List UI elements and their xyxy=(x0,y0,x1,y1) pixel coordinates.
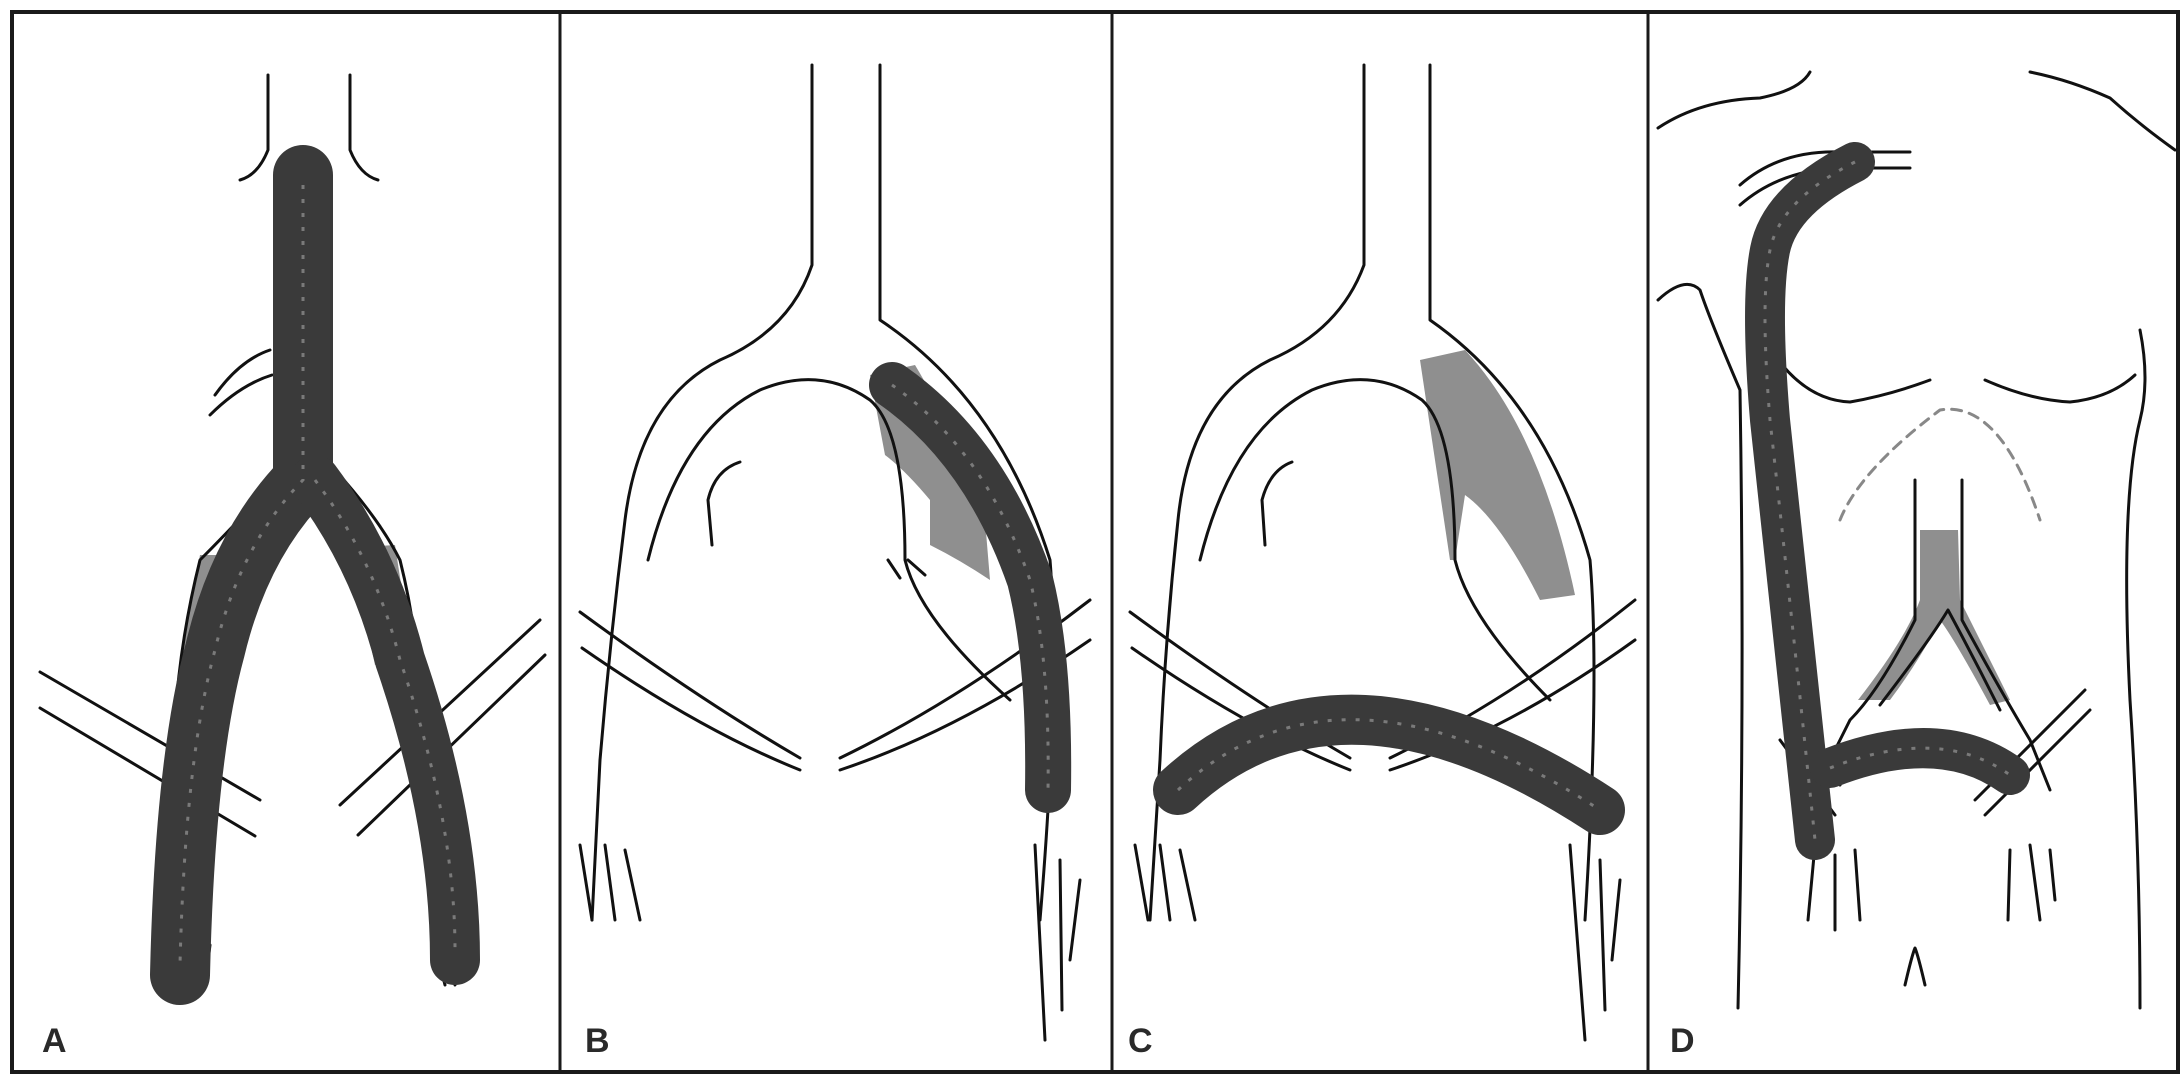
panel-d-left-flank xyxy=(2127,330,2145,1008)
panel-label-d: D xyxy=(1670,1022,1695,1060)
panel-a-renal-branch xyxy=(210,350,272,415)
panel-d-left-costal-margin xyxy=(1985,375,2135,402)
panel-c-right-femoral-branches xyxy=(1135,845,1195,920)
panel-b-right-femoral-branches xyxy=(580,845,640,920)
panel-d-right-flank xyxy=(1658,284,1742,1008)
panel-c-lesion-left-iliac xyxy=(1420,350,1575,600)
panel-b-right-internal-iliac xyxy=(708,462,740,545)
panel-d-left-femoral-branches xyxy=(2008,845,2055,920)
panel-c-left-femoral-branches xyxy=(1570,845,1620,1040)
panel-b: B xyxy=(580,65,1090,1060)
panel-d-diaphragm-dashed xyxy=(1840,409,2040,520)
panel-b-right-crossing-band xyxy=(580,612,800,770)
panel-d-left-shoulder xyxy=(2030,72,2175,150)
panel-a-aorta-wall-left-upper xyxy=(240,75,268,180)
panel-label-a: A xyxy=(42,1022,67,1060)
panel-c-crossover-graft xyxy=(1178,720,1600,810)
panel-label-b: B xyxy=(585,1022,610,1060)
panel-c-right-internal-iliac xyxy=(1262,462,1292,545)
panel-a-aorta-wall-right-upper xyxy=(350,75,378,180)
panel-a-femoral-stubs xyxy=(205,945,445,985)
panel-label-c: C xyxy=(1128,1022,1153,1060)
panel-d: D xyxy=(1658,72,2175,1060)
panel-a-graft-left-limb xyxy=(315,480,455,960)
panel-d-umbilicus xyxy=(1905,948,1925,985)
panel-c: C xyxy=(1128,65,1635,1060)
panel-d-right-iliac-outer xyxy=(1830,480,1915,760)
panel-a: A xyxy=(40,75,545,1060)
panel-d-femorofemoral-graft xyxy=(1830,748,2010,775)
panel-b-left-femoral-branches xyxy=(1035,845,1080,1040)
panel-d-right-shoulder xyxy=(1658,72,1810,128)
panel-d-right-costal-margin xyxy=(1765,340,1930,402)
panel-b-right-iliac-outer xyxy=(592,65,812,920)
